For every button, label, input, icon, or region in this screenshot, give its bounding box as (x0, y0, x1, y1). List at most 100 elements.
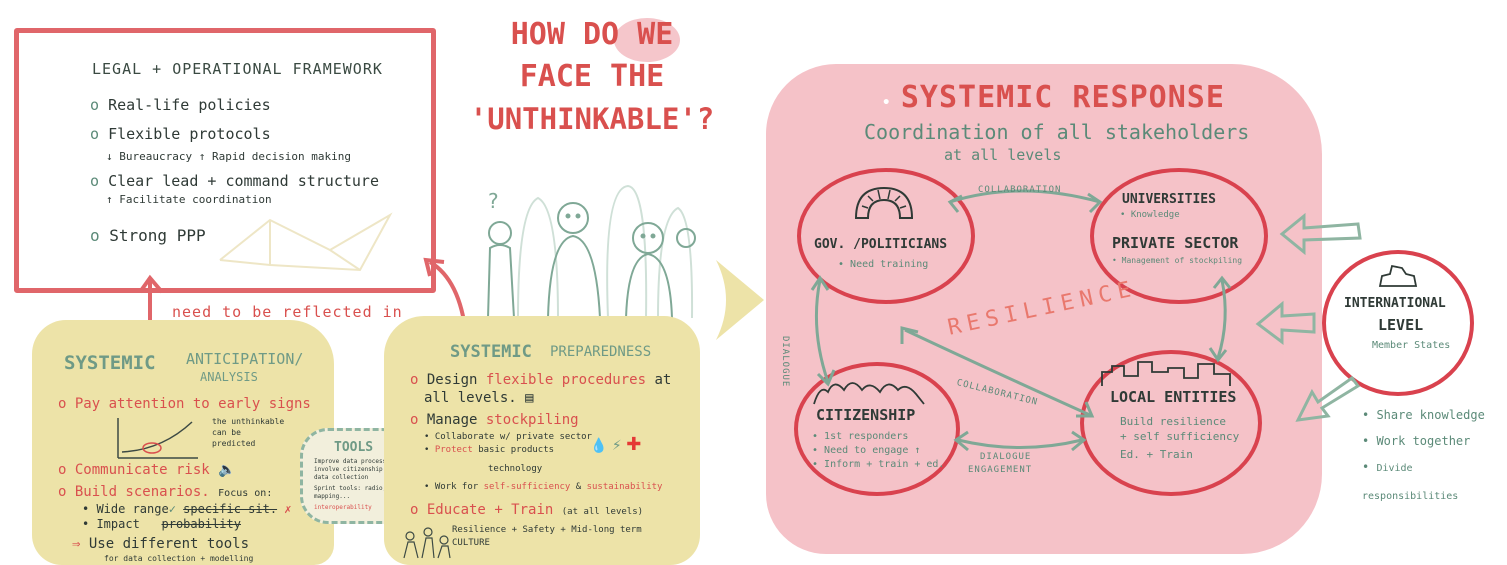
design-at-label: at (654, 372, 672, 388)
international-bullet-label: Work together (1376, 434, 1471, 448)
legal-item-label: Real-life policies (108, 96, 271, 114)
response-title-a: SYSTEMIC (900, 80, 1054, 115)
svg-text:?: ? (488, 189, 499, 213)
local-entities-item: Ed. + Train (1120, 448, 1193, 461)
international-bullet: • Work together (1362, 434, 1471, 448)
impact-label: Impact (96, 517, 140, 531)
legal-framework-box (14, 28, 436, 293)
tools-list: Improve data processing involve citizens… (314, 458, 400, 512)
bullet-icon: o (90, 125, 109, 143)
legal-item-protocols: o Flexible protocols (90, 125, 271, 143)
international-title-b: LEVEL (1378, 316, 1424, 334)
flow-arrow-icon (716, 260, 764, 340)
red-cross-icon: ✚ (626, 434, 642, 455)
map-outline-icon (1378, 264, 1418, 287)
bullet-icon: o (90, 226, 110, 245)
sustainability-label: sustainability (586, 482, 663, 492)
communicate-label: Communicate risk (74, 462, 210, 478)
anticipation-bubble (32, 320, 334, 565)
stakeholder-connectors-icon (810, 189, 1232, 452)
self-sufficiency-label: self-sufficiency (483, 482, 571, 492)
local-entities-item: Build resilience (1120, 415, 1226, 428)
private-sector-title: PRIVATE SECTOR (1112, 234, 1239, 252)
legal-item-policies: o Real-life policies (90, 96, 271, 114)
response-title: • SYSTEMIC RESPONSE (882, 80, 1225, 115)
document-icon: ▤ (525, 390, 534, 406)
tools-line: Improve data processing (314, 458, 398, 465)
local-entities-ring (1080, 350, 1262, 496)
trend-curve-icon (117, 418, 198, 459)
anticipation-title-a: SYSTEMIC (64, 352, 156, 374)
resources-icons: 💧 ⚡ ✚ (590, 434, 641, 455)
legal-item-label: Strong PPP (109, 226, 206, 245)
preparedness-title-b: PREPAREDNESS (550, 344, 652, 360)
water-drop-icon: 💧 (590, 438, 608, 454)
collab-top-label: COLLABORATION (978, 185, 1062, 195)
inbound-arrows-icon (1255, 212, 1362, 422)
gov-ring (797, 168, 975, 304)
wide-range-label: Wide range (96, 502, 169, 516)
citizenship-item-label: 1st responders (824, 431, 909, 442)
basic-products-label: basic products (478, 445, 555, 455)
dialogue-bottom-label: DIALOGUE (980, 452, 1032, 462)
gov-sub: • Need training (838, 259, 929, 270)
design-item: o Design flexible procedures at (410, 372, 672, 388)
parliament-icon (854, 186, 914, 219)
design-all-levels: all levels. ▤ (424, 390, 534, 406)
use-tools-label: Use different tools (88, 536, 250, 552)
ampersand-label: & (575, 482, 582, 492)
bullet-icon: o (90, 96, 109, 114)
highlight-blob (614, 18, 680, 62)
citizenship-title: CITIZENSHIP (816, 406, 916, 424)
predict-note: the unthinkable can be predicted (212, 417, 285, 448)
collab-private: • Collaborate w/ private sector (424, 432, 592, 442)
protect-label: Protect (434, 445, 473, 455)
headline-line-2: FACE THE (519, 59, 665, 94)
response-subtitle-2: at all levels (944, 146, 1062, 164)
use-tools-item: ⇒ Use different tools (72, 536, 250, 552)
international-bullet-label: Divide responsibilities (1362, 463, 1459, 502)
work-for-label: Work for (434, 482, 479, 492)
private-sector-sub: • Management of stockpiling (1112, 256, 1243, 265)
legal-structure-sub: ↑ Facilitate coordination (106, 193, 272, 206)
international-bullets: • Share knowledge • Work together • Divi… (1362, 402, 1507, 510)
legal-item-label: Flexible protocols (108, 125, 271, 143)
tools-line: involve citizenship in data collection (314, 466, 394, 481)
technology-label: technology (488, 464, 543, 474)
legal-framework-title: LEGAL + OPERATIONAL FRAMEWORK (92, 60, 383, 78)
preparedness-title-a: SYSTEMIC (450, 342, 532, 362)
specific-sit-label: specific sit. (183, 502, 278, 516)
crowd-illustration-icon: ? (487, 184, 696, 318)
all-levels-label: (at all levels) (561, 507, 644, 517)
design-label: Design (426, 372, 478, 388)
protect-item: • Protect basic products (424, 445, 555, 455)
teaching-people-icon (403, 527, 451, 559)
network-sketch-icon (219, 212, 393, 272)
response-title-b: RESPONSE (1072, 80, 1225, 115)
crowd-heads-icon (813, 382, 925, 405)
pay-attention-label: Pay attention to early signs (74, 396, 311, 412)
headline-line-3: 'UNTHINKABLE'? (469, 102, 715, 136)
build-item: o Build scenarios. Focus on: (58, 484, 273, 500)
wide-range-item: • Wide range✓ specific sit. ✗ (82, 502, 292, 516)
citizenship-list: • 1st responders • Need to engage ↑ • In… (812, 430, 944, 472)
legal-item-structure: o Clear lead + command structure (90, 172, 379, 190)
manage-item: o Manage stockpiling (410, 412, 579, 428)
preparedness-bubble (384, 316, 700, 565)
tools-line: Sprint tools: radio, mapping... (314, 485, 387, 500)
use-tools-sub: for data collection + modelling (104, 554, 254, 563)
legal-item-ppp: o Strong PPP (90, 226, 206, 245)
local-entities-list: Build resilience + self sufficiency Ed. … (1120, 414, 1239, 462)
citizenship-item: • Inform + train + ed. (812, 459, 945, 470)
universities-ring (1090, 168, 1268, 304)
citizenship-item: • Need to engage ↑ (812, 445, 921, 456)
universities-sub: • Knowledge (1120, 210, 1180, 220)
pylon-icon: ⚡ (611, 438, 622, 454)
bullet-icon: o (90, 172, 109, 190)
work-for-item: • Work for self-sufficiency & sustainabi… (424, 482, 663, 492)
local-entities-title: LOCAL ENTITIES (1110, 388, 1237, 406)
build-label: Build scenarios. (74, 484, 210, 500)
tools-title: TOOLS (334, 440, 374, 455)
universities-sub-label: Knowledge (1130, 210, 1180, 220)
design-flexible-label: flexible procedures (485, 372, 647, 388)
